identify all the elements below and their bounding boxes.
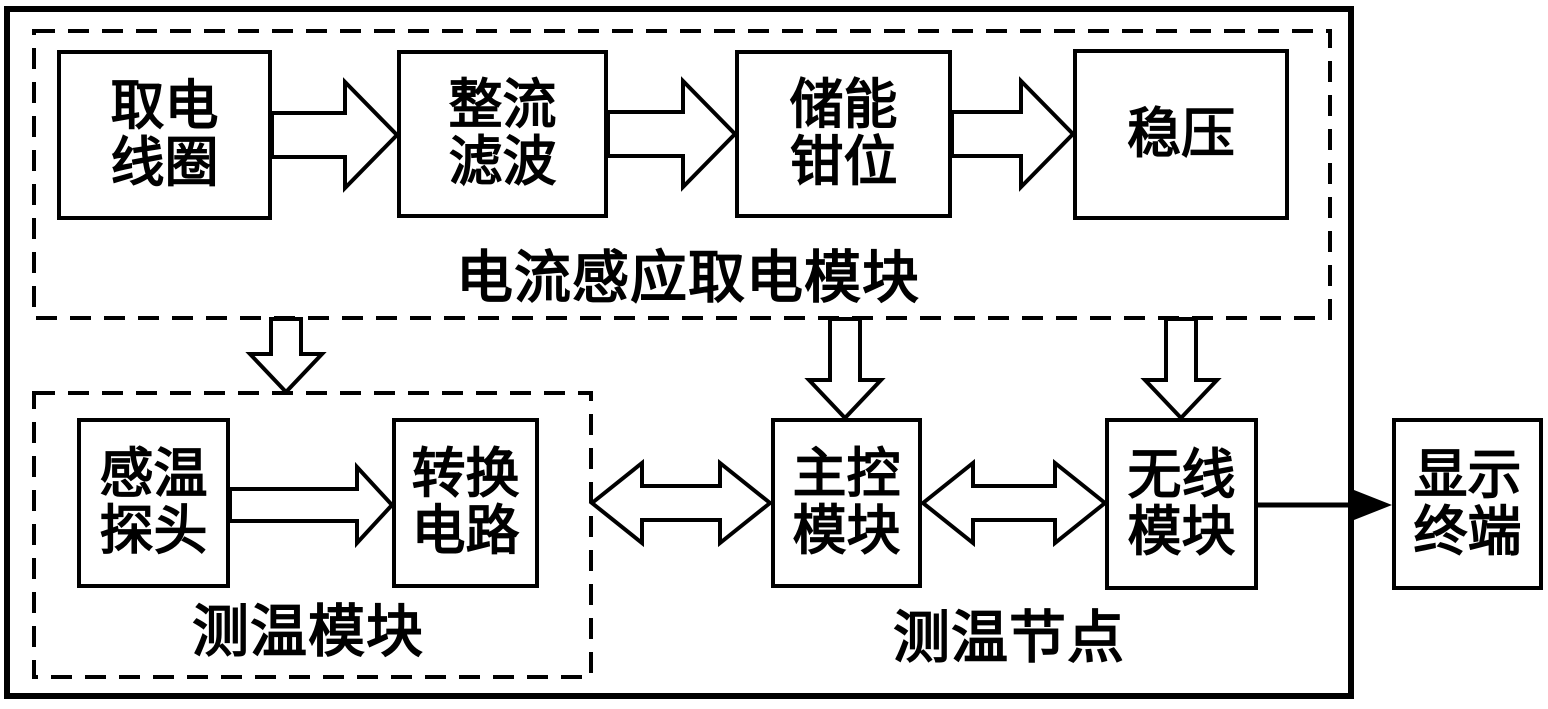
arrow-pickup-to-rectifier (270, 77, 400, 193)
arrow-wireless-to-display-head (1354, 490, 1392, 520)
arrow-probe-to-conversion (228, 461, 395, 549)
box-display-terminal (1392, 418, 1543, 590)
box-main-control (771, 418, 922, 588)
box-rectifier-filter (397, 50, 608, 218)
arrow-rectifier-to-clamp (606, 76, 738, 192)
temp-module-dashed-border (32, 391, 593, 679)
box-conversion-circuit (392, 418, 539, 588)
arrow-power-to-temp-module (245, 317, 327, 395)
arrow-main-control-wireless-bidirectional (919, 458, 1109, 548)
box-pickup-coil (57, 50, 272, 220)
arrow-power-to-main-control (804, 317, 886, 421)
box-storage-clamp (735, 50, 952, 218)
arrow-power-to-wireless (1140, 317, 1222, 421)
node-outer-border (4, 6, 1354, 699)
box-wireless (1105, 418, 1258, 590)
arrow-clamp-to-regulator (950, 76, 1076, 192)
box-voltage-regulator (1073, 49, 1289, 220)
arrow-temp-module-main-control-bidirectional (588, 458, 774, 548)
box-temp-probe (77, 418, 230, 588)
power-module-dashed-border (32, 29, 1332, 320)
